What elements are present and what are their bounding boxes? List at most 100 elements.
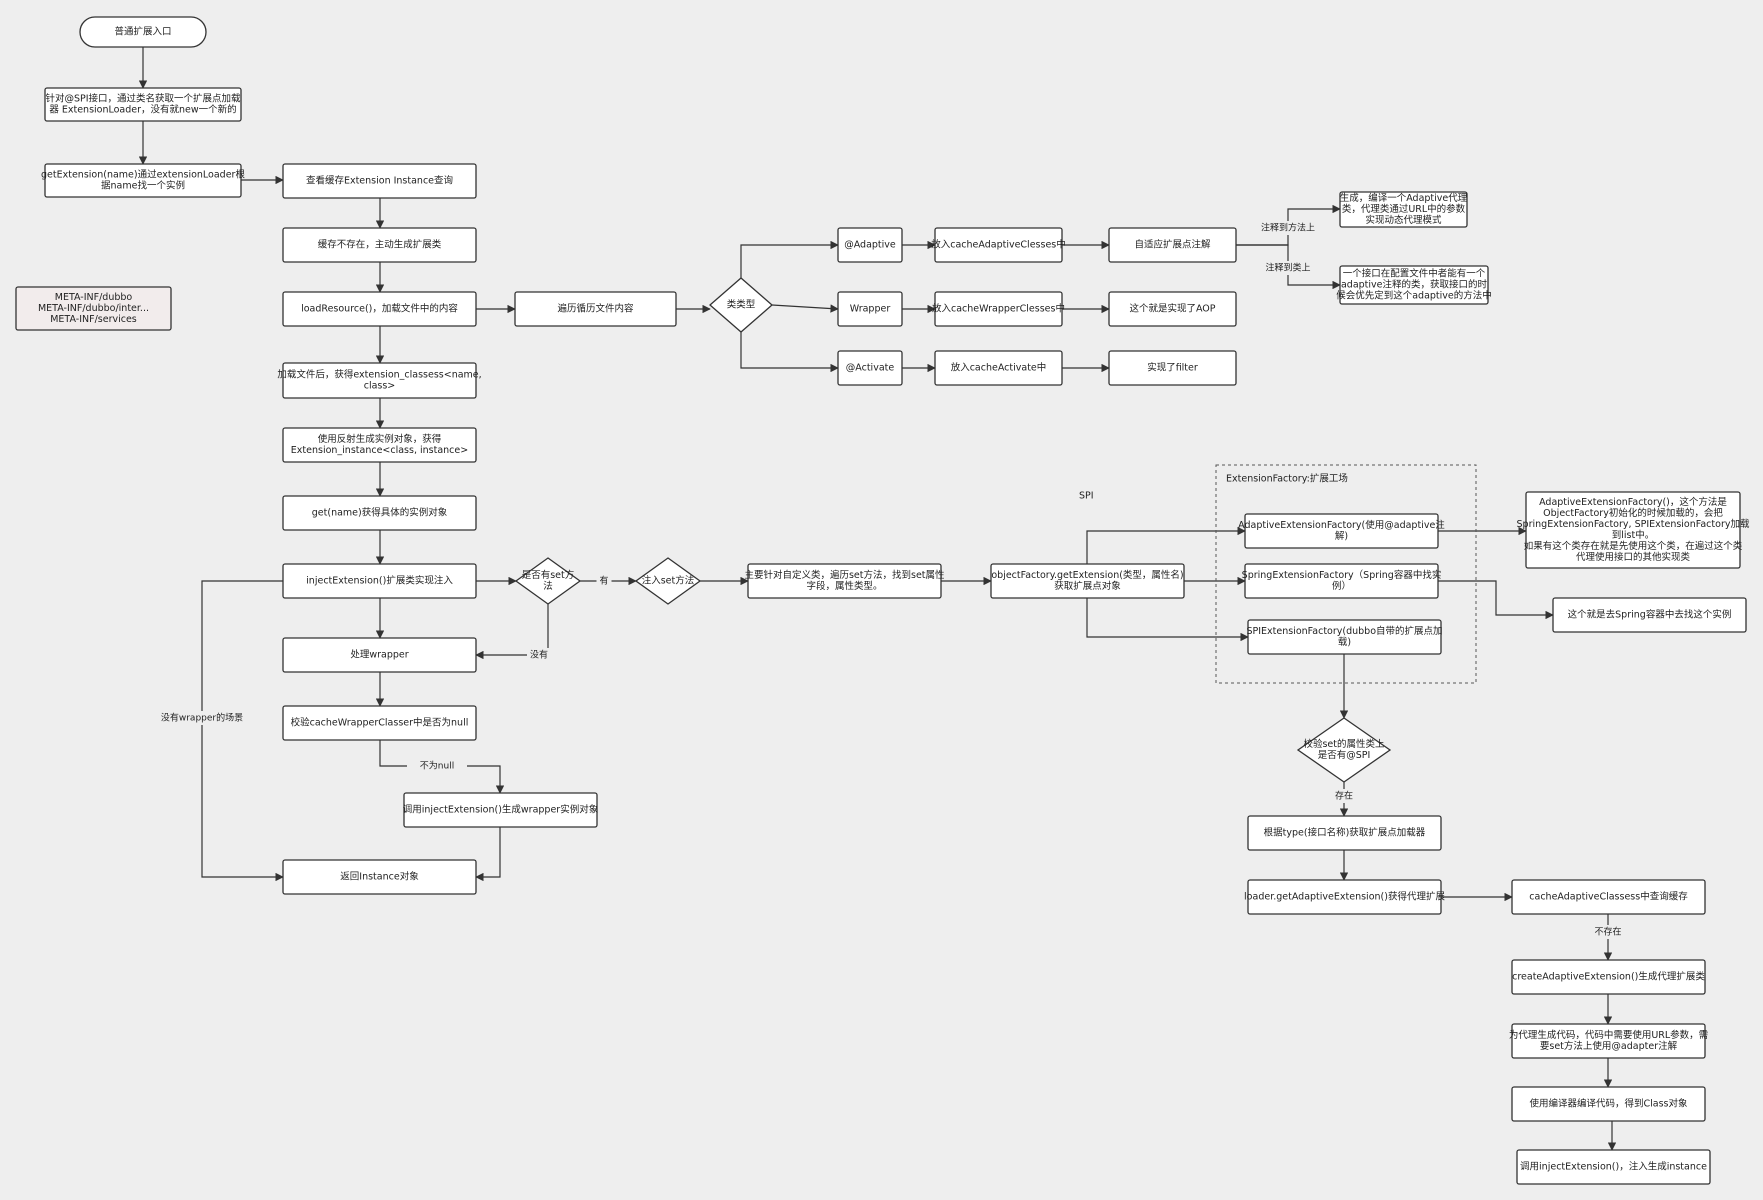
n-mainly-text: 主要针对自定义类，遍历set方法，找到set属性 bbox=[744, 569, 945, 581]
n-loader-text: 器 ExtensionLoader，没有就new一个新的 bbox=[49, 104, 236, 116]
edge-label-bg bbox=[1258, 221, 1318, 235]
box-shape bbox=[934, 227, 1063, 263]
n-objfactory-text: 获取扩展点对象 bbox=[1054, 580, 1121, 592]
node-n-cacheadapt: cacheAdaptiveClassess中查询缓存 bbox=[1511, 879, 1706, 915]
node-n-putwrapper: 放入cacheWrapperClesses中 bbox=[932, 291, 1065, 327]
edge-label-has: 有 bbox=[599, 575, 608, 587]
n-cacheadapt-text: cacheAdaptiveClassess中查询缓存 bbox=[1529, 891, 1688, 903]
n-putactivate-text: 放入cacheActivate中 bbox=[951, 362, 1047, 374]
box-shape bbox=[990, 563, 1185, 599]
box-shape bbox=[44, 87, 242, 122]
edge-label-exists: 存在 bbox=[1335, 790, 1353, 802]
box-shape bbox=[282, 495, 477, 531]
n-getext-text: 据name找一个实例 bbox=[101, 180, 185, 192]
edge-label-onmethod: 注释到方法上 bbox=[1261, 222, 1315, 234]
n-checkwrapper-text: 校验cacheWrapperClasser中是否为null bbox=[291, 717, 469, 729]
box-shape bbox=[1525, 491, 1741, 569]
node-n-filter: 实现了filter bbox=[1108, 350, 1237, 386]
edge-label-notnull: 不为null bbox=[420, 760, 454, 772]
n-adaptnote-text: 到list中。 bbox=[1612, 529, 1654, 541]
box-shape bbox=[1339, 191, 1468, 228]
box-shape bbox=[1516, 1149, 1711, 1185]
n-reflect-text: Extension_instance<class, instance> bbox=[291, 445, 468, 456]
n-nocache-text: 缓存不存在，主动生成扩展类 bbox=[318, 239, 442, 251]
box-shape bbox=[837, 227, 903, 263]
decision-shape bbox=[1296, 717, 1392, 783]
node-n-adaptive: @Adaptive bbox=[837, 227, 903, 263]
n-proxycode-text: 要set方法上使用@adapter注解 bbox=[1540, 1040, 1678, 1052]
extension-factory-boundary bbox=[1215, 464, 1477, 684]
edge-18 bbox=[475, 827, 501, 882]
node-n-oneiface: 一个接口在配置文件中者能有一个adaptive注释的类，获取接口的时候会优先定到… bbox=[1336, 265, 1492, 305]
n-proxycode-text: 为代理生成代码，代码中需要使用URL参数，需 bbox=[1509, 1029, 1708, 1041]
node-n-selfadapt: 自适应扩展点注解 bbox=[1108, 227, 1237, 263]
box-shape bbox=[837, 291, 903, 327]
edge-label-bg bbox=[596, 574, 612, 588]
n-meta-text: META-INF/dubbo/inter... bbox=[38, 303, 149, 314]
edge-15 bbox=[475, 604, 549, 660]
d-injectset-text: 注入set方法 bbox=[642, 575, 695, 587]
n-inject-text: injectExtension()扩展类实现注入 bbox=[306, 575, 453, 587]
box-shape bbox=[282, 705, 477, 741]
edge-34 bbox=[1086, 598, 1249, 642]
box-shape bbox=[1339, 265, 1489, 305]
n-meta-text: META-INF/dubbo bbox=[55, 292, 133, 303]
node-n-meta: META-INF/dubboMETA-INF/dubbo/inter...MET… bbox=[15, 286, 172, 331]
node-n-nocache: 缓存不存在，主动生成扩展类 bbox=[282, 227, 477, 263]
node-n-adaptnote: AdaptiveExtensionFactory()，这个方法是ObjectFa… bbox=[1517, 491, 1750, 569]
n-springnote-text: 这个就是去Spring容器中去找这个实例 bbox=[1568, 609, 1732, 621]
n-gen-text: 实现动态代理模式 bbox=[1365, 214, 1442, 226]
box-shape bbox=[934, 291, 1063, 327]
n-cache-text: 查看缓存Extension Instance查询 bbox=[306, 175, 453, 187]
n-activate-text: @Activate bbox=[846, 363, 895, 374]
node-n-getext: getExtension(name)通过extensionLoader根据nam… bbox=[41, 163, 245, 198]
start-text: 普通扩展入口 bbox=[114, 26, 171, 38]
n-reflect-text: 使用反射生成实例对象，获得 bbox=[318, 433, 442, 445]
node-n-proxycode: 为代理生成代码，代码中需要使用URL参数，需要set方法上使用@adapter注… bbox=[1509, 1023, 1708, 1059]
edge-label-bg bbox=[1332, 789, 1356, 803]
box-shape bbox=[1247, 879, 1442, 915]
box-shape bbox=[282, 227, 477, 263]
node-n-checkwrapper: 校验cacheWrapperClasser中是否为null bbox=[282, 705, 477, 741]
n-adaptive-text: @Adaptive bbox=[844, 240, 896, 251]
node-n-callinject2: 调用injectExtension()，注入生成instance bbox=[1516, 1149, 1711, 1185]
box-shape bbox=[1552, 597, 1747, 633]
node-n-cache: 查看缓存Extension Instance查询 bbox=[282, 163, 477, 199]
node-d-injectset: 注入set方法 bbox=[634, 557, 702, 605]
node-n-inject: injectExtension()扩展类实现注入 bbox=[282, 563, 477, 599]
n-getext-text: getExtension(name)通过extensionLoader根 bbox=[41, 169, 245, 181]
edge-label-bg bbox=[527, 648, 551, 662]
n-wrapper-text: 处理wrapper bbox=[350, 649, 408, 661]
d-hasset-text: 是否有set方 bbox=[522, 569, 575, 581]
node-n-iterfile: 遍历循历文件内容 bbox=[514, 291, 677, 327]
n-adaptfac-text: AdaptiveExtensionFactory(使用@adaptive注 bbox=[1238, 519, 1445, 531]
n-wrap-text: Wrapper bbox=[850, 304, 891, 315]
n-return-text: 返回Instance对象 bbox=[340, 871, 419, 883]
box-shape bbox=[1108, 291, 1237, 327]
n-adaptnote-text: ObjectFactory初始化的时候加载的，会把 bbox=[1543, 507, 1723, 519]
box-shape bbox=[282, 637, 477, 673]
box-shape bbox=[1511, 1023, 1706, 1059]
n-adaptnote-text: SpringExtensionFactory, SPIExtensionFact… bbox=[1517, 518, 1750, 530]
node-n-compile: 使用编译器编译代码，得到Class对象 bbox=[1511, 1086, 1706, 1122]
node-d-type: 类类型 bbox=[709, 277, 773, 333]
edge-label-none: 没有 bbox=[530, 649, 548, 661]
d-type-text: 类类型 bbox=[727, 299, 756, 311]
decision-shape bbox=[709, 277, 773, 333]
node-n-getname: get(name)获得具体的实例对象 bbox=[282, 495, 477, 531]
box-shape bbox=[747, 563, 942, 599]
box-shape bbox=[934, 350, 1063, 386]
node-n-create: createAdaptiveExtension()生成代理扩展类 bbox=[1511, 959, 1706, 995]
box-shape bbox=[403, 792, 598, 828]
edge-19 bbox=[201, 580, 284, 882]
n-selfadapt-text: 自适应扩展点注解 bbox=[1134, 239, 1211, 251]
n-loadres-text: loadResource()，加载文件中的内容 bbox=[301, 303, 458, 315]
n-meta-text: META-INF/services bbox=[50, 314, 137, 325]
n-objfactory-text: objectFactory.getExtension(类型，属性名) bbox=[991, 569, 1183, 581]
n-adaptnote-text: 如果有这个类存在就是先使用这个类，在遍过这个类 bbox=[1524, 540, 1743, 552]
